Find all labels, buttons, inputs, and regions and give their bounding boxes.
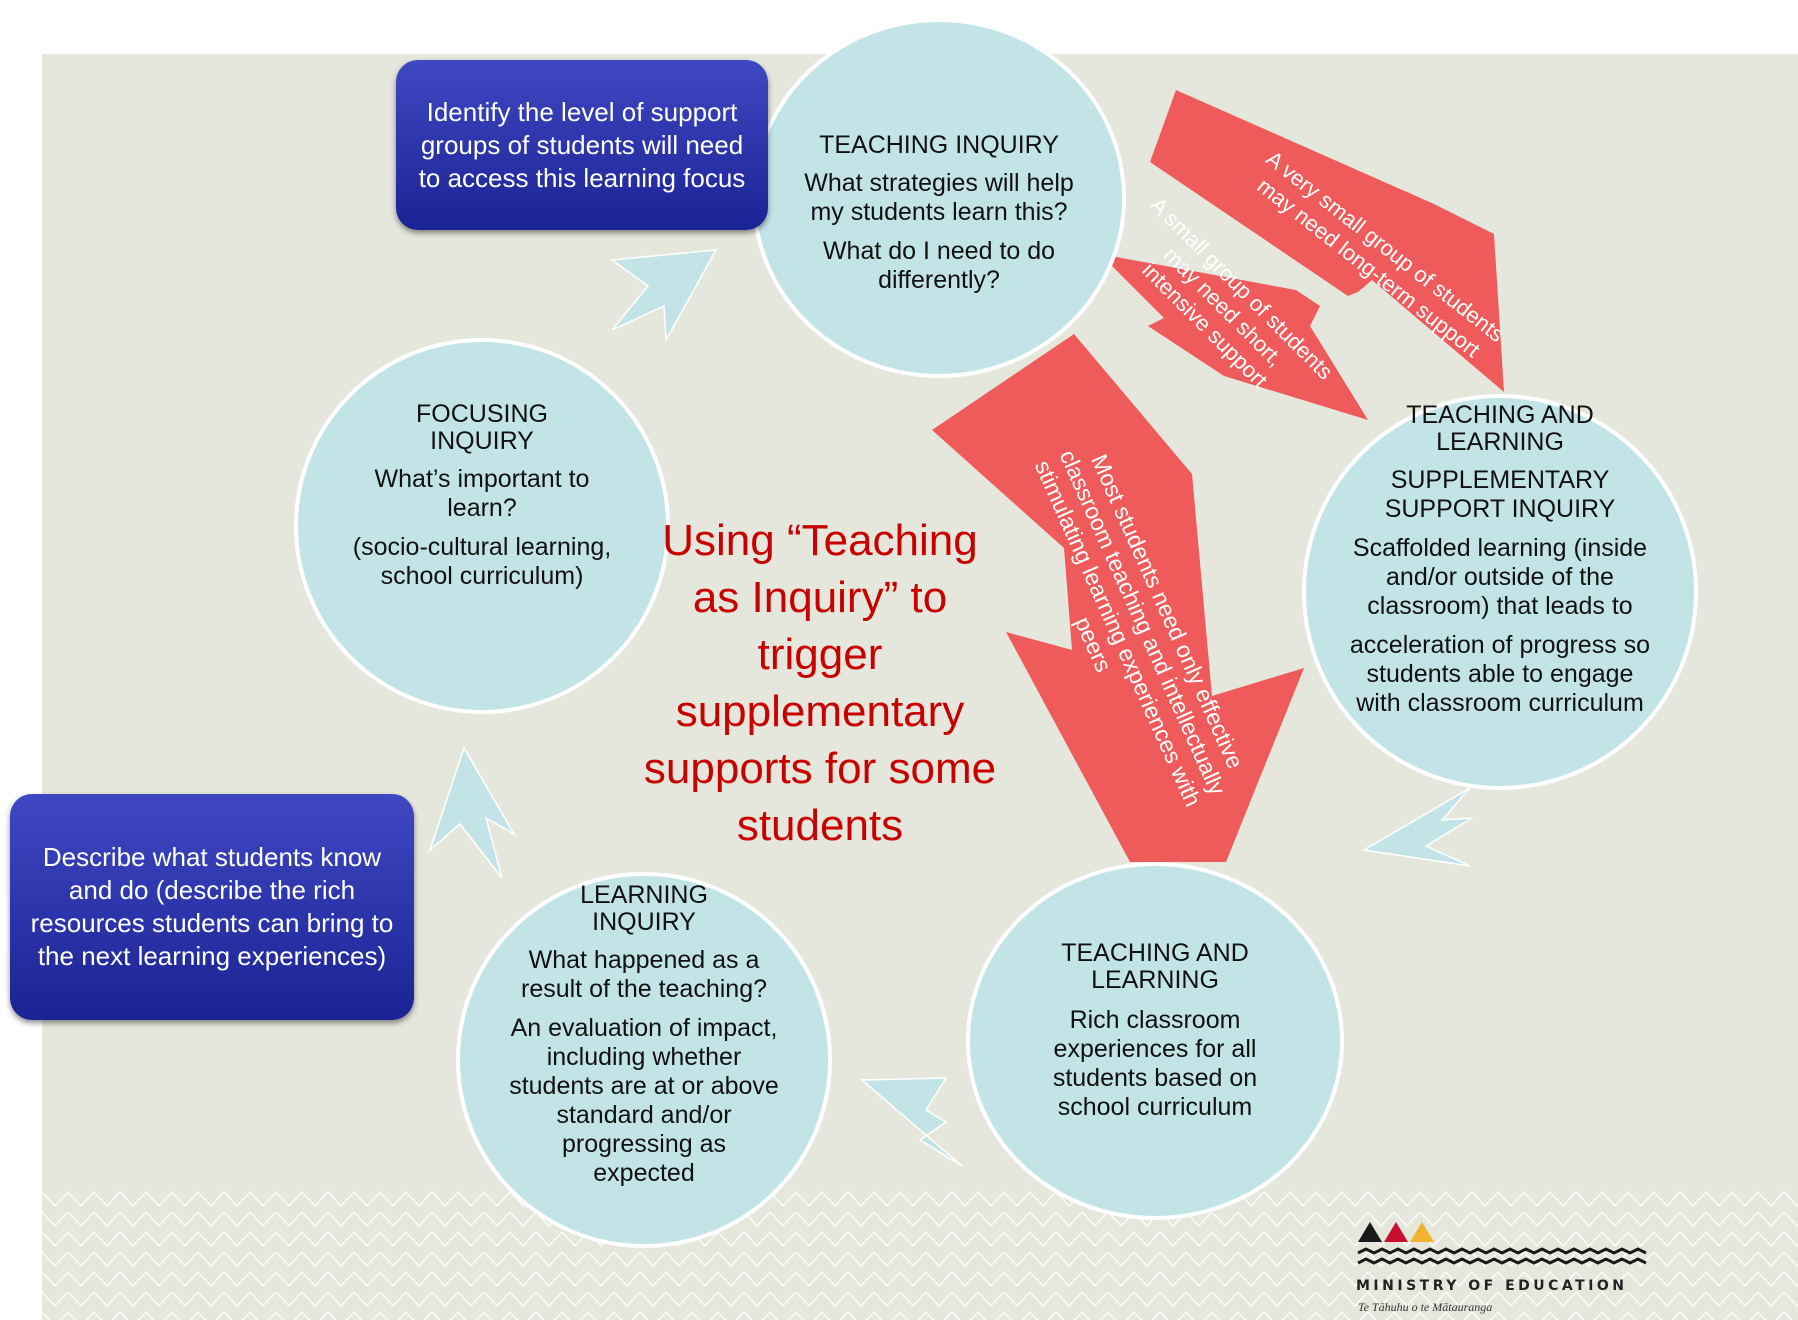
teaching-inquiry-question-1: What strategies will help my students le…: [804, 168, 1074, 226]
ministry-logo: [1357, 1222, 1647, 1265]
teaching-learning-title: TEACHING AND LEARNING: [1061, 939, 1249, 994]
red-arrow-small-group: [1100, 254, 1368, 420]
describe-students-box: Describe what students know and do (desc…: [10, 794, 414, 1020]
red-arrow-very-small-group: [1150, 90, 1504, 392]
supplementary-inquiry-text-2: acceleration of progress so students abl…: [1349, 631, 1651, 717]
identify-support-text: Identify the level of support groups of …: [418, 96, 746, 193]
describe-students-text: Describe what students know and do (desc…: [30, 842, 394, 971]
learning-inquiry-question-2: An evaluation of impact, including wheth…: [509, 1014, 779, 1187]
center-title: Using “Teaching as Inquiry” to trigger s…: [643, 516, 997, 850]
cycle-arrow-to-teaching-inquiry: [609, 249, 718, 343]
teaching-learning-circle: TEACHING AND LEARNING Rich classroom exp…: [966, 862, 1344, 1220]
learning-inquiry-title: LEARNING INQUIRY: [580, 881, 708, 936]
identify-support-box: Identify the level of support groups of …: [396, 60, 768, 230]
ministry-name: MINISTRY OF EDUCATION: [1356, 1278, 1628, 1294]
supplementary-inquiry-title: TEACHING AND LEARNING: [1406, 401, 1594, 456]
cycle-arrow-to-focusing-inquiry: [428, 746, 517, 879]
teaching-inquiry-title: TEACHING INQUIRY: [819, 130, 1059, 159]
teaching-inquiry-question-2: What do I need to do differently?: [822, 236, 1056, 294]
red-arrow-most-students: [932, 334, 1304, 862]
ministry-maori-name: Te Tāhuhu o te Mātauranga: [1358, 1300, 1493, 1314]
supplementary-inquiry-circle: TEACHING AND LEARNING SUPPLEMENTARY SUPP…: [1302, 394, 1698, 790]
teaching-inquiry-circle: TEACHING INQUIRY What strategies will he…: [752, 18, 1126, 378]
focusing-inquiry-question-2: (socio-cultural learning, school curricu…: [352, 533, 612, 590]
focusing-inquiry-circle: FOCUSING INQUIRY What’s important to lea…: [294, 338, 670, 714]
teaching-learning-text: Rich classroom experiences for all stude…: [1052, 1006, 1258, 1121]
learning-inquiry-question-1: What happened as a result of the teachin…: [521, 946, 767, 1003]
focusing-inquiry-title: FOCUSING INQUIRY: [416, 400, 548, 455]
cycle-arrow-to-learning-inquiry: [860, 1077, 963, 1167]
supplementary-inquiry-subtitle: SUPPLEMENTARY SUPPORT INQUIRY: [1384, 466, 1616, 523]
zigzag-pattern: [42, 1190, 1798, 1320]
supplementary-inquiry-text-1: Scaffolded learning (inside and/or outsi…: [1352, 534, 1648, 620]
learning-inquiry-circle: LEARNING INQUIRY What happened as a resu…: [456, 872, 832, 1248]
focusing-inquiry-question-1: What’s important to learn?: [374, 465, 590, 522]
cycle-arrow-from-supplementary: [1361, 787, 1473, 867]
